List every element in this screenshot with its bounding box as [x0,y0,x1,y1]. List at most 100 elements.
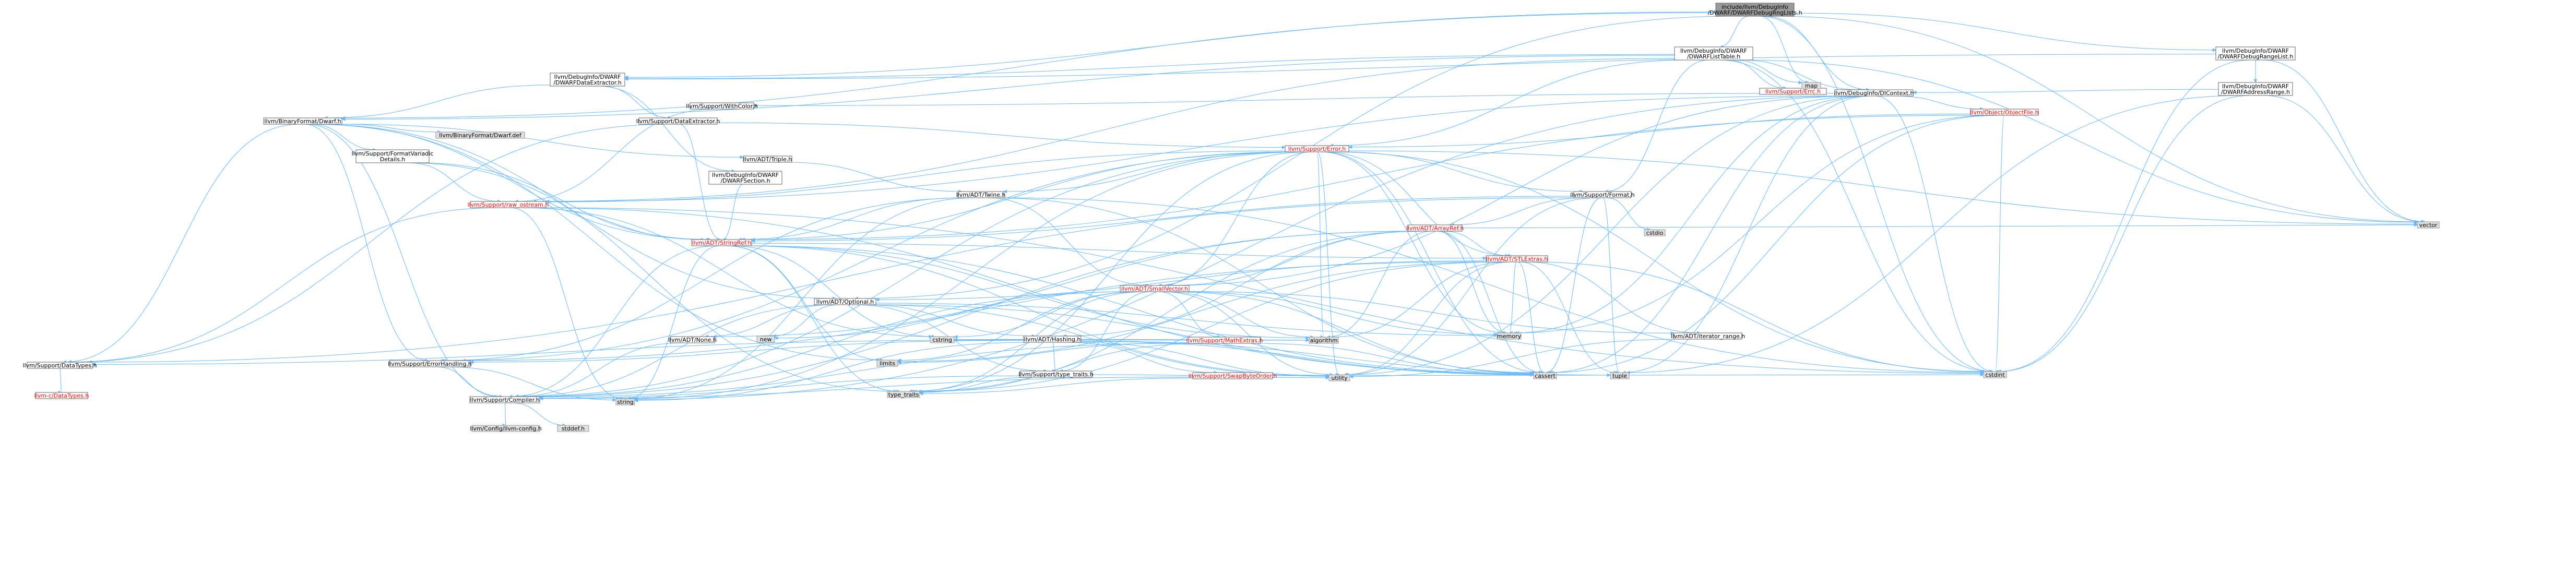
edge-binaryformatdwarf-to-limits [310,124,881,362]
node-label: llvm/Support/FormatVariadic [352,150,434,157]
node-box [1801,82,1821,89]
node-limits[interactable]: limits [876,360,898,367]
node-errorhandling[interactable]: llvm/Support/ErrorHandling.h [388,360,472,367]
node-cstring[interactable]: cstring [930,336,955,343]
node-label: llvm/ADT/STLExtras.h [1486,256,1548,262]
node-label: cstdio [1646,230,1664,236]
node-iteratorrange[interactable]: llvm/ADT/iterator_range.h [1671,332,1745,340]
edge-dwarflisttable-to-vector [1741,59,2418,224]
node-adttriple[interactable]: llvm/ADT/Triple.h [743,156,792,163]
node-dwarfdataextractor[interactable]: llvm/DebugInfo/DWARF/DWARFDataExtractor.… [550,73,625,87]
node-adtstlextras[interactable]: llvm/ADT/STLExtras.h [1486,255,1548,262]
node-box [557,425,589,432]
edge-adtstlextras-to-cassert [1517,261,1545,375]
node-new[interactable]: new [756,336,775,343]
edge-adtstringref-to-typetraitsstd [725,245,900,393]
node-label: llvm/DebugInfo/DWARF [1680,47,1747,54]
node-box [1328,374,1350,381]
edge-objectfile-to-adtstringref [751,115,1974,242]
node-label: /DWARFListTable.h [1687,53,1740,60]
node-label: llvm/BinaryFormat/Dwarf.h [264,118,341,125]
node-label: llvm/Support/type_traits.h [1018,371,1093,378]
node-typetraits[interactable]: llvm/Support/type_traits.h [1018,370,1094,378]
edge-errorhandling-to-string [446,366,616,402]
node-typetraitsstd[interactable]: type_traits [887,391,920,398]
node-supportwithcolor[interactable]: llvm/Support/WithColor.h [686,102,758,110]
node-label: /DWARFDebugRangeList.h [2218,53,2294,60]
node-memory[interactable]: memory [1497,332,1522,340]
node-cdatatypes[interactable]: llvm-c/DataTypes.h [34,392,89,399]
node-dicontext[interactable]: llvm/DebugInfo/DIContext.h [1834,89,1914,97]
node-adtoptional[interactable]: llvm/ADT/Optional.h [814,298,876,305]
node-supportformat[interactable]: llvm/Support/Format.h [1570,191,1635,198]
node-label: llvm/Support/Compiler.h [470,397,539,403]
edge-binaryformatdwarf-to-errorhandling [304,124,429,363]
node-adtsmallvector[interactable]: llvm/ADT/SmallVector.h [1120,285,1190,292]
edge-supportformat-to-utility [1343,197,1598,377]
edge-supportdataextractor-to-adtstringref [679,124,721,242]
node-box [957,191,1004,198]
edge-adtarrayref-to-adtsmallvector [1169,231,1421,288]
node-dwarfsection[interactable]: llvm/DebugInfo/DWARF/DWARFSection.h [708,171,782,185]
edge-dwarflisttable-to-binaryformatdwarf [341,55,1675,121]
node-label: llvm/Support/WithColor.h [686,103,757,110]
node-adtnone[interactable]: llvm/ADT/None.h [668,336,717,343]
node-box [470,201,547,208]
node-label: llvm-c/DataTypes.h [34,392,89,399]
node-utility[interactable]: utility [1328,374,1350,381]
node-cstdio[interactable]: cstdio [1644,229,1666,236]
node-algorithm[interactable]: algorithm [1309,337,1339,344]
node-datatypes[interactable]: llvm/Support/DataTypes.h [23,362,97,369]
node-swapbyteorder[interactable]: llvm/Support/SwapByteOrder.h [1189,372,1277,379]
edge-adtsmallvector-to-compiler [523,291,1136,399]
node-stddef[interactable]: stddef.h [557,425,589,432]
node-supporterrh[interactable]: llvm/Support/Errc.h [1759,88,1827,95]
node-label: string [617,399,634,405]
node-label: llvm/Support/Errc.h [1765,88,1821,95]
edge-adtstlextras-to-iteratorrange [1524,261,1701,335]
edge-objectfile-to-memory [1515,115,1998,335]
node-mathextras[interactable]: llvm/Support/MathExtras.h [1186,337,1263,344]
node-dwarfaddressrange[interactable]: llvm/DebugInfo/DWARF/DWARFAddressRange.h [2218,82,2293,96]
edge-adttwine-to-cassert [990,197,1536,375]
edge-datatypes-to-cdatatypes [58,368,62,394]
node-objectfile[interactable]: llvm/Object/ObjectFile.h [1970,109,2039,116]
node-adthashing[interactable]: llvm/ADT/Hashing.h [1023,336,1082,343]
edge-dicontext-to-adtsmallvector [1166,95,1862,288]
node-rawostream[interactable]: llvm/Support/raw_ostream.h [468,201,549,208]
edge-adtsmallvector-to-memory [1178,291,1498,337]
edge-adtarrayref-to-adtstlextras [1443,231,1509,258]
node-box [2215,46,2296,61]
edge-adttwine-to-adtstringref [738,197,964,242]
node-adtstringref[interactable]: llvm/ADT/StringRef.h [691,239,752,246]
node-label: /DWARFDataExtractor.h [553,79,621,86]
node-tuple[interactable]: tuple [1610,372,1630,379]
node-vector[interactable]: vector [2417,221,2440,229]
node-llvmconfig[interactable]: llvm/Config/llvm-config.h [470,425,542,432]
node-supportdataextractor[interactable]: llvm/Support/DataExtractor.h [636,117,720,125]
node-adttwine[interactable]: llvm/ADT/Twine.h [956,191,1006,198]
node-compiler[interactable]: llvm/Support/Compiler.h [469,396,540,403]
edge-dwarfaddressrange-to-cstdint [1997,95,2250,374]
node-dwarflisttable[interactable]: llvm/DebugInfo/DWARF/DWARFListTable.h [1674,46,1753,61]
edge-adthashing-to-errorhandling [470,340,1024,364]
node-dwarfdef[interactable]: llvm/BinaryFormat/Dwarf.def [435,131,525,139]
node-box [1644,229,1666,236]
edge-adtstringref-to-cstring [729,245,936,339]
node-adtarrayref[interactable]: llvm/ADT/ArrayRef.h [1406,224,1464,232]
node-label: llvm/Object/ObjectFile.h [1970,109,2038,116]
node-string[interactable]: string [615,398,635,405]
edge-supporterror-to-vector [1348,150,2418,226]
node-box [1673,332,1742,340]
node-dwarfdebugrangelist[interactable]: llvm/DebugInfo/DWARF/DWARFDebugRangeList… [2215,46,2296,61]
edge-rawostream-to-datatypes [68,207,500,364]
node-cstdint[interactable]: cstdint [1983,371,2007,378]
node-map[interactable]: map [1801,82,1821,89]
node-cassert[interactable]: cassert [1533,372,1557,379]
node-binaryformatdwarf[interactable]: llvm/BinaryFormat/Dwarf.h [263,117,342,125]
edge-adtoptional-to-compiler [515,304,835,399]
edge-adtsmallvector-to-algorithm [1165,291,1314,339]
node-supporterror[interactable]: llvm/Support/Error.h [1285,145,1349,152]
node-box [1486,255,1548,262]
